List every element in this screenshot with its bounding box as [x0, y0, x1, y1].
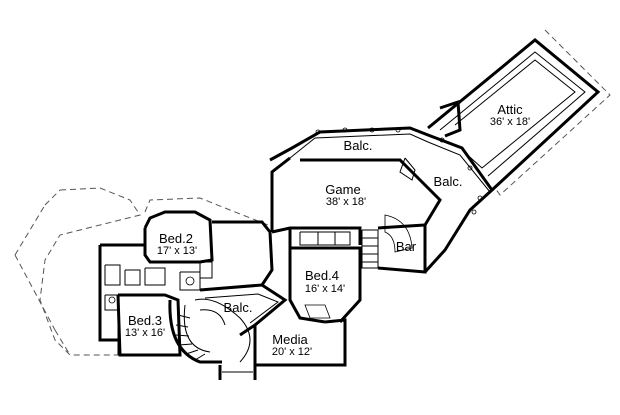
bed3-dim: 13' x 16'	[125, 327, 165, 339]
bath-walls	[98, 243, 201, 342]
balc-mid-walls	[199, 283, 288, 337]
roof-outline	[14, 29, 611, 356]
balc-top-label: Balc.	[344, 138, 373, 153]
balc-mid-label: Balc.	[224, 300, 253, 315]
game-walls	[269, 126, 494, 274]
attic-dim: 36' x 18'	[490, 116, 530, 128]
balc-right-label: Balc.	[434, 174, 463, 189]
bed4-label: Bed.4	[305, 268, 339, 283]
bed3-label: Bed.3	[128, 313, 162, 328]
hall-walls	[271, 226, 362, 324]
game-dim: 38' x 18'	[326, 196, 366, 208]
attic-walls	[427, 38, 601, 192]
media-walls	[218, 318, 347, 380]
media-dim: 20' x 12'	[272, 346, 312, 358]
game-label: Game	[325, 182, 360, 197]
bed2-dim: 17' x 13'	[157, 245, 197, 257]
stair	[168, 298, 251, 364]
bed2-label: Bed.2	[159, 231, 193, 246]
bar-label: Bar	[396, 239, 417, 254]
attic-label: Attic	[497, 102, 523, 117]
balc-top-windows	[315, 127, 483, 215]
bed3-walls	[116, 293, 182, 357]
media-label: Media	[272, 332, 308, 347]
bed4-dim: 16' x 14'	[305, 283, 345, 295]
